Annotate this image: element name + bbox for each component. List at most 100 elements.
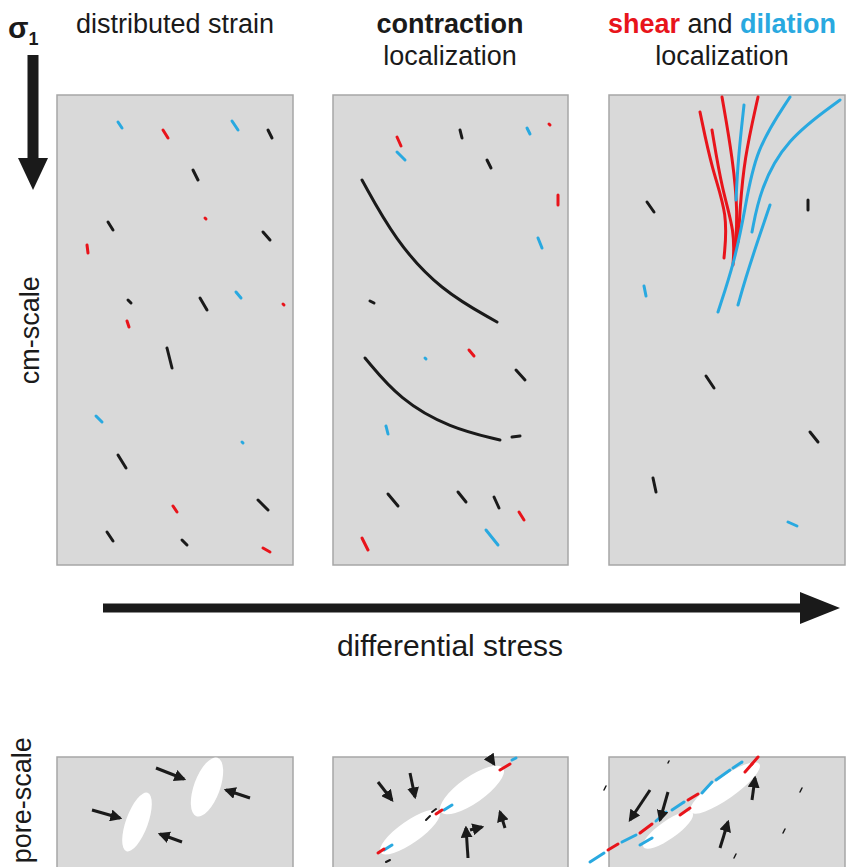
microcrack (745, 764, 752, 772)
fracture-curve (718, 97, 790, 312)
word: differential (337, 629, 475, 662)
crack-stroke (205, 218, 206, 219)
word: localization (655, 41, 789, 71)
microcrack (386, 860, 390, 862)
microcrack (688, 794, 698, 800)
pore (638, 805, 697, 854)
crack-stroke (182, 540, 187, 545)
crack-stroke (647, 202, 654, 212)
crack-stroke (236, 292, 241, 298)
crack-stroke (258, 500, 268, 510)
crack-stroke (706, 376, 714, 388)
crack-stroke (283, 304, 284, 305)
localized-fractures (362, 97, 840, 440)
microcrack (783, 829, 785, 833)
panel-label: differential stress (250, 628, 650, 664)
space (680, 9, 688, 39)
crack-stroke (549, 124, 550, 125)
microcrack (426, 816, 430, 820)
crack-stroke (807, 200, 810, 210)
sample-panel (609, 95, 845, 565)
crack-stroke (87, 245, 88, 253)
pore-panel (609, 757, 845, 867)
pore-panel (333, 757, 568, 867)
sample-panel (333, 95, 568, 565)
crack-stroke (167, 348, 172, 368)
panel-label: contraction localization (340, 8, 560, 73)
microcrack (432, 809, 436, 812)
fracture-curve (752, 100, 840, 232)
crack-stroke (173, 506, 177, 512)
axis-label: pore-scale (6, 720, 38, 867)
microcrack (622, 835, 636, 842)
crack-stroke (232, 121, 238, 130)
crack-stroke (118, 122, 122, 128)
crack-stroke (388, 494, 398, 506)
crack-stroke (460, 130, 462, 138)
force-arrow (160, 834, 182, 842)
crack-stroke (268, 130, 272, 138)
fracture-curve (722, 97, 737, 250)
crack-stroke (519, 512, 524, 520)
fracture-curve (736, 105, 744, 200)
microcrack (444, 805, 452, 810)
fracture-curve (738, 205, 770, 305)
crack-stroke (397, 152, 405, 160)
microcrack (734, 854, 736, 858)
microcrack (702, 782, 712, 793)
word: and (688, 9, 733, 39)
microcrack (668, 761, 669, 763)
crack-stroke (557, 195, 560, 205)
crack-stroke (494, 497, 499, 508)
force-arrow (752, 778, 755, 800)
axis-label: cm-scale (14, 250, 46, 410)
force-arrow (490, 758, 494, 764)
force-arrow (630, 790, 650, 820)
word: localization (383, 41, 517, 71)
force-arrow (470, 827, 482, 830)
word: pore-scale (7, 737, 37, 863)
space (475, 629, 483, 662)
crack-stroke (193, 170, 198, 180)
crack-stroke (362, 538, 368, 550)
crack-stroke (107, 532, 113, 541)
crack-stroke (516, 370, 525, 380)
force-arrow (378, 782, 392, 800)
crack-stroke (788, 522, 797, 526)
stress-axis-arrowhead (800, 592, 840, 624)
panel-label: shear and dilation localization (597, 8, 847, 73)
force-arrow (500, 812, 505, 828)
stress-arrowhead (18, 158, 48, 190)
space (733, 9, 741, 39)
crack-stroke (425, 358, 426, 359)
force-arrow (466, 828, 468, 858)
crack-strokes (87, 121, 818, 552)
force-arrow (156, 768, 184, 779)
crack-stroke (653, 478, 656, 492)
pore (684, 755, 765, 821)
crack-stroke (644, 286, 646, 296)
microcrack (752, 757, 758, 764)
crack-stroke (487, 160, 491, 168)
force-arrow (226, 790, 250, 798)
microcrack (590, 853, 604, 862)
force-arrow (720, 822, 728, 848)
crack-stroke (127, 321, 129, 327)
microcrack (733, 762, 742, 768)
pore (374, 802, 446, 861)
crack-stroke (163, 130, 168, 138)
crack-stroke (538, 238, 542, 248)
word: strain (208, 9, 274, 39)
force-arrow (410, 773, 415, 797)
word: shear (608, 9, 680, 39)
crack-stroke (397, 137, 401, 146)
crack-stroke (263, 548, 270, 552)
crack-stroke (242, 442, 243, 443)
crack-stroke (527, 128, 530, 134)
crack-stroke (458, 492, 466, 502)
microcrack (640, 838, 652, 845)
word: dilation (740, 9, 836, 39)
microcrack (640, 824, 652, 833)
